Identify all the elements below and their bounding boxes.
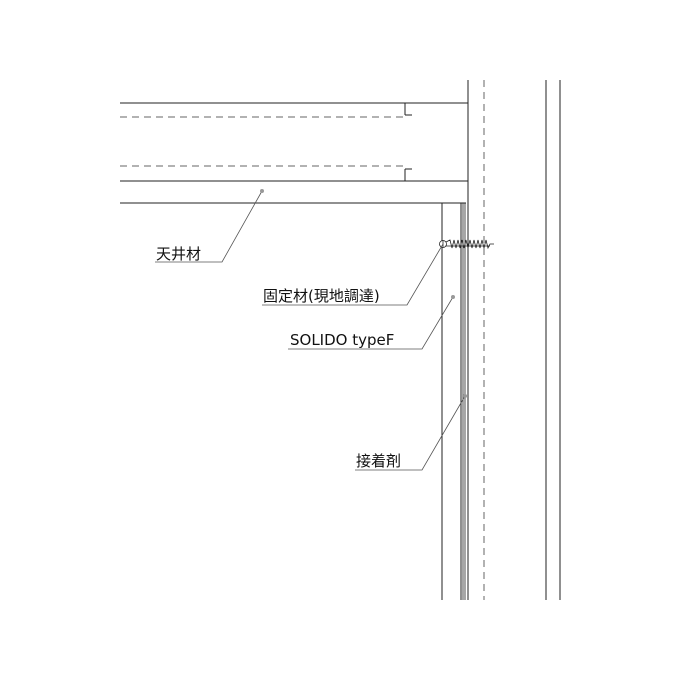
label-adhesive: 接着剤 bbox=[356, 452, 401, 470]
label-ceiling: 天井材 bbox=[156, 245, 201, 263]
label-fixing: 固定材(現地調達) bbox=[263, 287, 380, 305]
ceiling-channel bbox=[120, 102, 469, 182]
leader-adhesive bbox=[355, 395, 466, 471]
leader-dots bbox=[260, 189, 467, 398]
leader-fixing bbox=[262, 243, 444, 306]
solido-panel bbox=[441, 203, 462, 600]
leader-dot-ceiling bbox=[260, 189, 264, 193]
leader-ceiling bbox=[155, 190, 263, 263]
leader-dot-panel bbox=[451, 295, 455, 299]
leader-dot-adhesive bbox=[463, 394, 467, 398]
leader-lines bbox=[155, 190, 466, 471]
wall-structure bbox=[467, 80, 561, 600]
label-panel: SOLIDO typeF bbox=[290, 331, 394, 349]
leader-panel bbox=[288, 296, 454, 350]
fixing-screw bbox=[439, 239, 494, 250]
adhesive-layer bbox=[462, 203, 466, 600]
